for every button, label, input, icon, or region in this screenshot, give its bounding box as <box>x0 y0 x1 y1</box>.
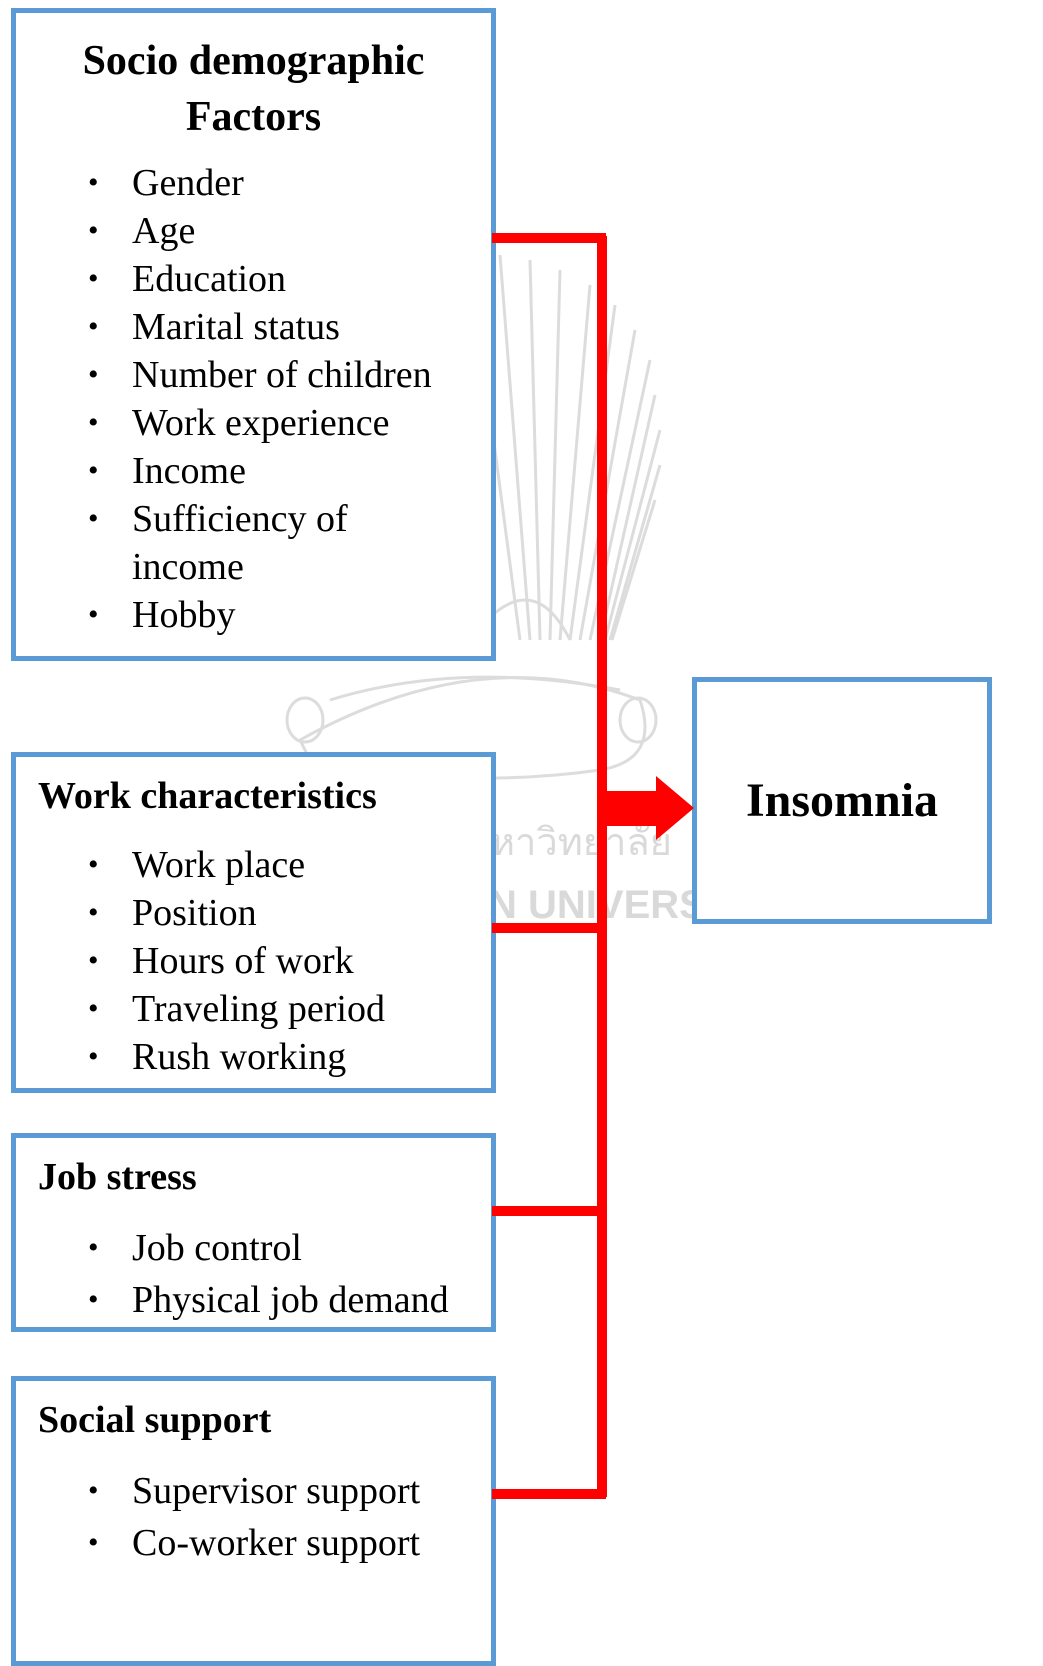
list-item: Hours of work <box>16 937 491 985</box>
arrow-to-insomnia <box>600 776 694 840</box>
outcome-label: Insomnia <box>745 774 939 827</box>
watermark-thai-text: หาวิทยาลัย <box>490 820 672 864</box>
list-item: Job control <box>16 1222 491 1274</box>
list-item: Age <box>16 207 491 255</box>
job-stress-list: Job control Physical job demand <box>16 1222 491 1326</box>
work-characteristics-box: Work characteristics Work place Position… <box>11 752 496 1093</box>
social-support-title: Social support <box>38 1399 272 1441</box>
list-item: Hobby <box>16 591 491 639</box>
job-stress-box: Job stress Job control Physical job dema… <box>11 1133 496 1332</box>
list-item: Supervisor support <box>16 1465 491 1517</box>
list-item: Number of children <box>16 351 491 399</box>
insomnia-outcome-box: Insomnia <box>692 677 992 924</box>
list-item: Income <box>16 447 491 495</box>
list-item: Work place <box>16 841 491 889</box>
socio-demographic-box: Socio demographic Factors Gender Age Edu… <box>11 8 496 661</box>
list-item: Co-worker support <box>16 1517 491 1569</box>
list-item: Work experience <box>16 399 491 447</box>
job-stress-title: Job stress <box>38 1156 197 1198</box>
list-item: Education <box>16 255 491 303</box>
list-item: Traveling period <box>16 985 491 1033</box>
list-item: Rush working <box>16 1033 491 1081</box>
list-item: Sufficiency of income <box>16 495 392 591</box>
list-item: Marital status <box>16 303 491 351</box>
list-item: Physical job demand <box>16 1274 491 1326</box>
socio-demographic-list: Gender Age Education Marital status Numb… <box>16 159 491 639</box>
socio-demographic-title: Socio demographic Factors <box>82 38 425 140</box>
work-characteristics-list: Work place Position Hours of work Travel… <box>16 841 491 1081</box>
work-characteristics-title: Work characteristics <box>38 775 377 817</box>
list-item: Gender <box>16 159 491 207</box>
list-item: Position <box>16 889 491 937</box>
social-support-list: Supervisor support Co-worker support <box>16 1465 491 1569</box>
